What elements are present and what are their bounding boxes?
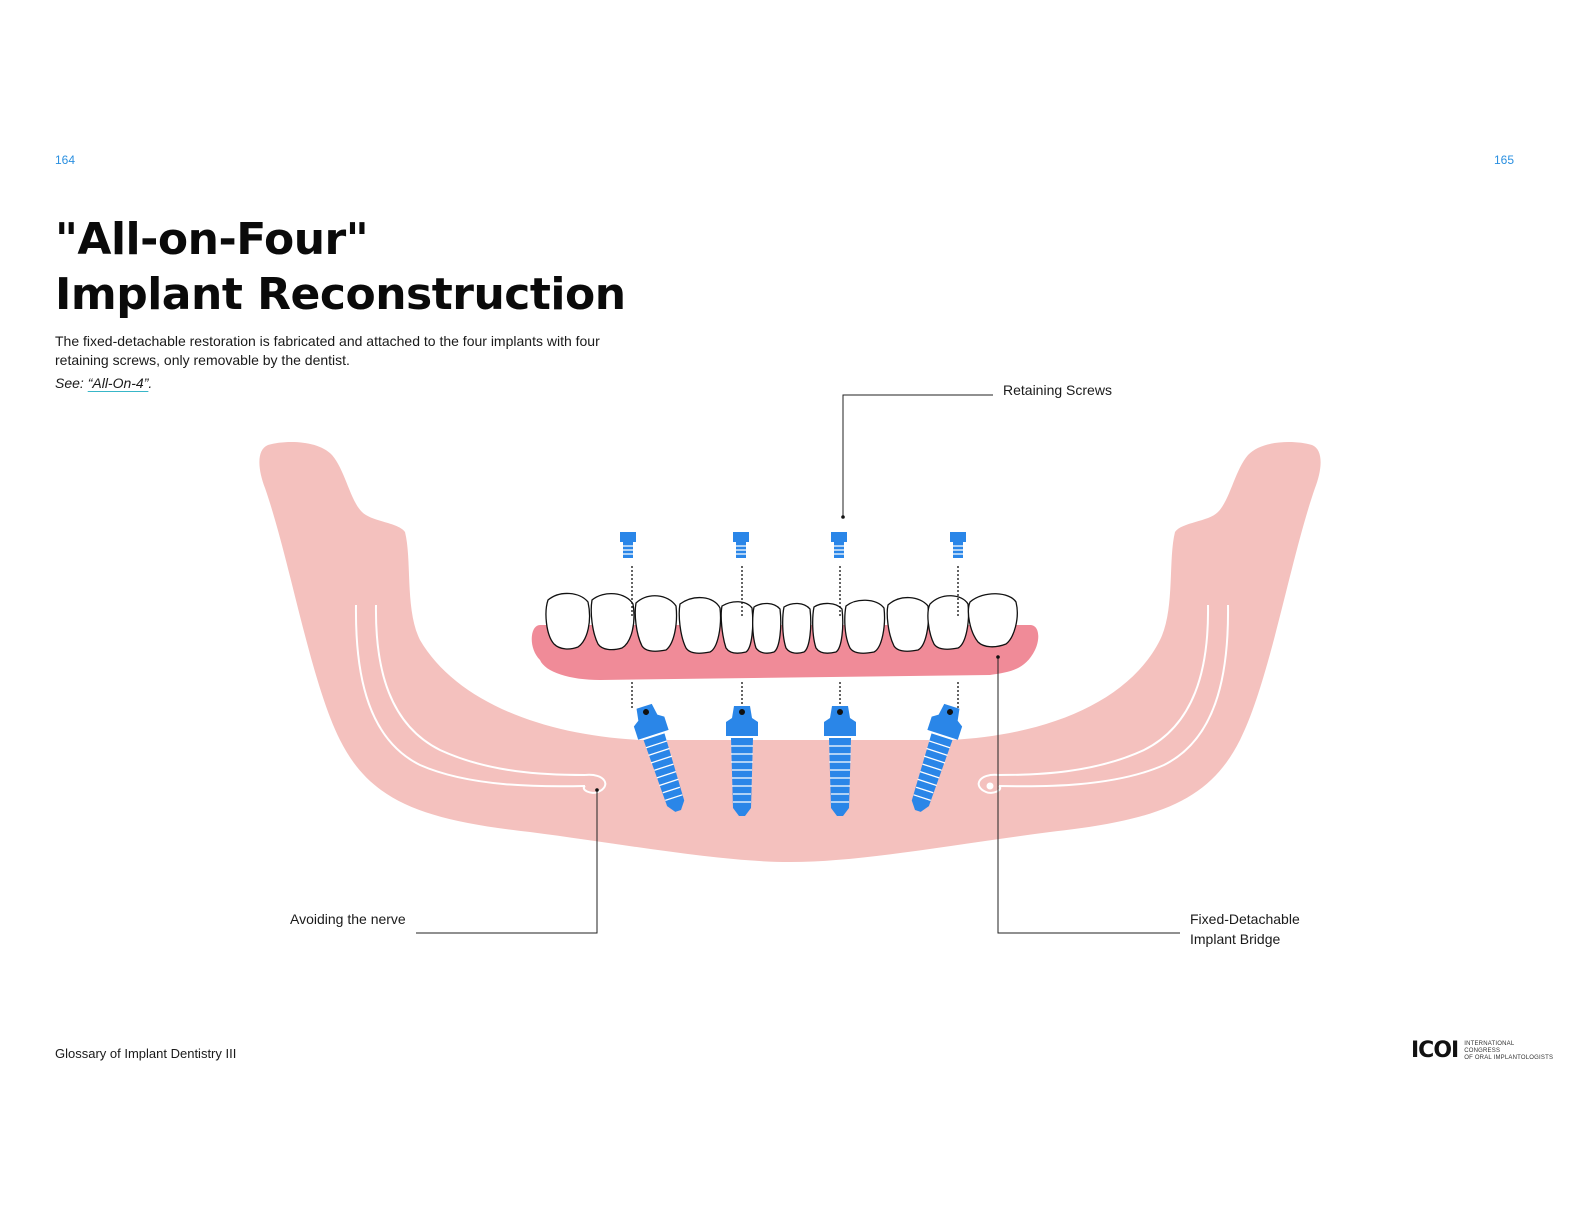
mandible-shape <box>259 442 1321 862</box>
description: The fixed-detachable restoration is fabr… <box>55 333 600 368</box>
nerve-dot-right <box>986 782 994 790</box>
tooth-4 <box>678 597 722 654</box>
nerve-canal-left <box>354 604 586 788</box>
implant-3 <box>824 706 856 816</box>
implant-2 <box>726 706 758 816</box>
screw-1 <box>620 532 636 558</box>
screw-4 <box>950 532 966 558</box>
tooth-7 <box>782 602 812 654</box>
logo-mark: ICOI <box>1411 1038 1459 1063</box>
page-title: "All-on-Four" Implant Reconstruction <box>55 212 626 322</box>
page-number-left: 164 <box>55 153 76 167</box>
label-retaining-screws: Retaining Screws <box>1003 382 1112 398</box>
logo-line-2: CONGRESS <box>1464 1047 1501 1054</box>
implant-4 <box>911 703 963 812</box>
see-also-link[interactable]: “All-On-4” <box>87 375 149 391</box>
icoi-logo: ICOI INTERNATIONAL CONGRESS OF ORAL IMPL… <box>1411 1040 1553 1062</box>
nerve-foramen-left <box>582 773 607 794</box>
nerve-canal-left-inner <box>374 604 586 776</box>
see-also-prefix: See: <box>55 375 88 391</box>
screw-guide-lines <box>631 566 959 710</box>
tooth-8 <box>812 602 844 654</box>
leader-lines <box>416 394 1180 934</box>
label-bridge-line-2: Implant Bridge <box>1190 931 1281 947</box>
implants <box>633 703 963 816</box>
tooth-5 <box>720 601 754 654</box>
tooth-2 <box>590 593 635 651</box>
logo-line-1: INTERNATIONAL <box>1464 1040 1515 1047</box>
logo-line-3: OF ORAL IMPLANTOLOGISTS <box>1464 1054 1554 1061</box>
implant-1 <box>633 703 685 812</box>
footer-book-title: Glossary of Implant Dentistry III <box>55 1046 237 1061</box>
title-line-2: Implant Reconstruction <box>55 269 626 320</box>
tooth-11 <box>927 595 970 650</box>
screw-2 <box>733 532 749 558</box>
leader-retaining-screws <box>842 394 993 517</box>
retaining-screws <box>620 532 966 558</box>
tooth-9 <box>844 599 886 654</box>
nerve-canal-right <box>998 604 1230 788</box>
label-avoiding-nerve: Avoiding the nerve <box>290 911 406 927</box>
tooth-12 <box>967 593 1018 648</box>
see-also: See: “All-On-4”. <box>55 375 152 391</box>
leader-avoiding-nerve <box>416 790 598 934</box>
label-bridge-line-1: Fixed-Detachable <box>1190 911 1300 927</box>
screw-3 <box>831 532 847 558</box>
label-implant-bridge: Fixed-Detachable Implant Bridge <box>1190 909 1300 949</box>
tooth-3 <box>634 595 678 652</box>
leader-bridge <box>997 657 1180 934</box>
tooth-6 <box>752 602 782 654</box>
tooth-10 <box>886 596 930 652</box>
tooth-1 <box>545 592 591 650</box>
nerve-canal-right-inner <box>998 604 1210 776</box>
teeth-row <box>545 592 1018 654</box>
leader-dots <box>595 515 1000 792</box>
logo-text: INTERNATIONAL CONGRESS OF ORAL IMPLANTOL… <box>1464 1041 1553 1062</box>
title-line-1: "All-on-Four" <box>55 214 369 265</box>
see-also-suffix: . <box>148 375 153 391</box>
page-number-right: 165 <box>1493 153 1514 167</box>
nerve-foramen-right <box>977 773 1002 794</box>
